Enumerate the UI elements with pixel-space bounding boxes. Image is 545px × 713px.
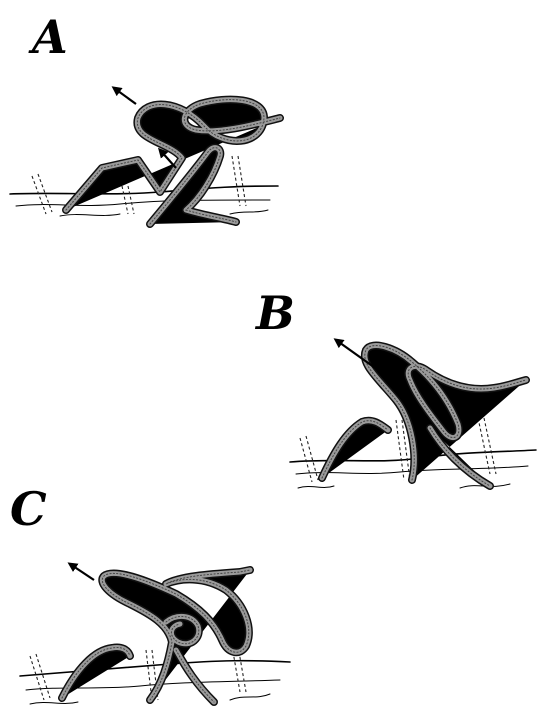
panel-b bbox=[290, 340, 536, 488]
panel-c bbox=[20, 564, 290, 704]
panel-a bbox=[10, 88, 280, 224]
pull-direction-arrow bbox=[114, 88, 136, 104]
suture-strand bbox=[322, 346, 526, 486]
pull-direction-arrow bbox=[70, 564, 94, 580]
suture-strand bbox=[62, 570, 250, 702]
